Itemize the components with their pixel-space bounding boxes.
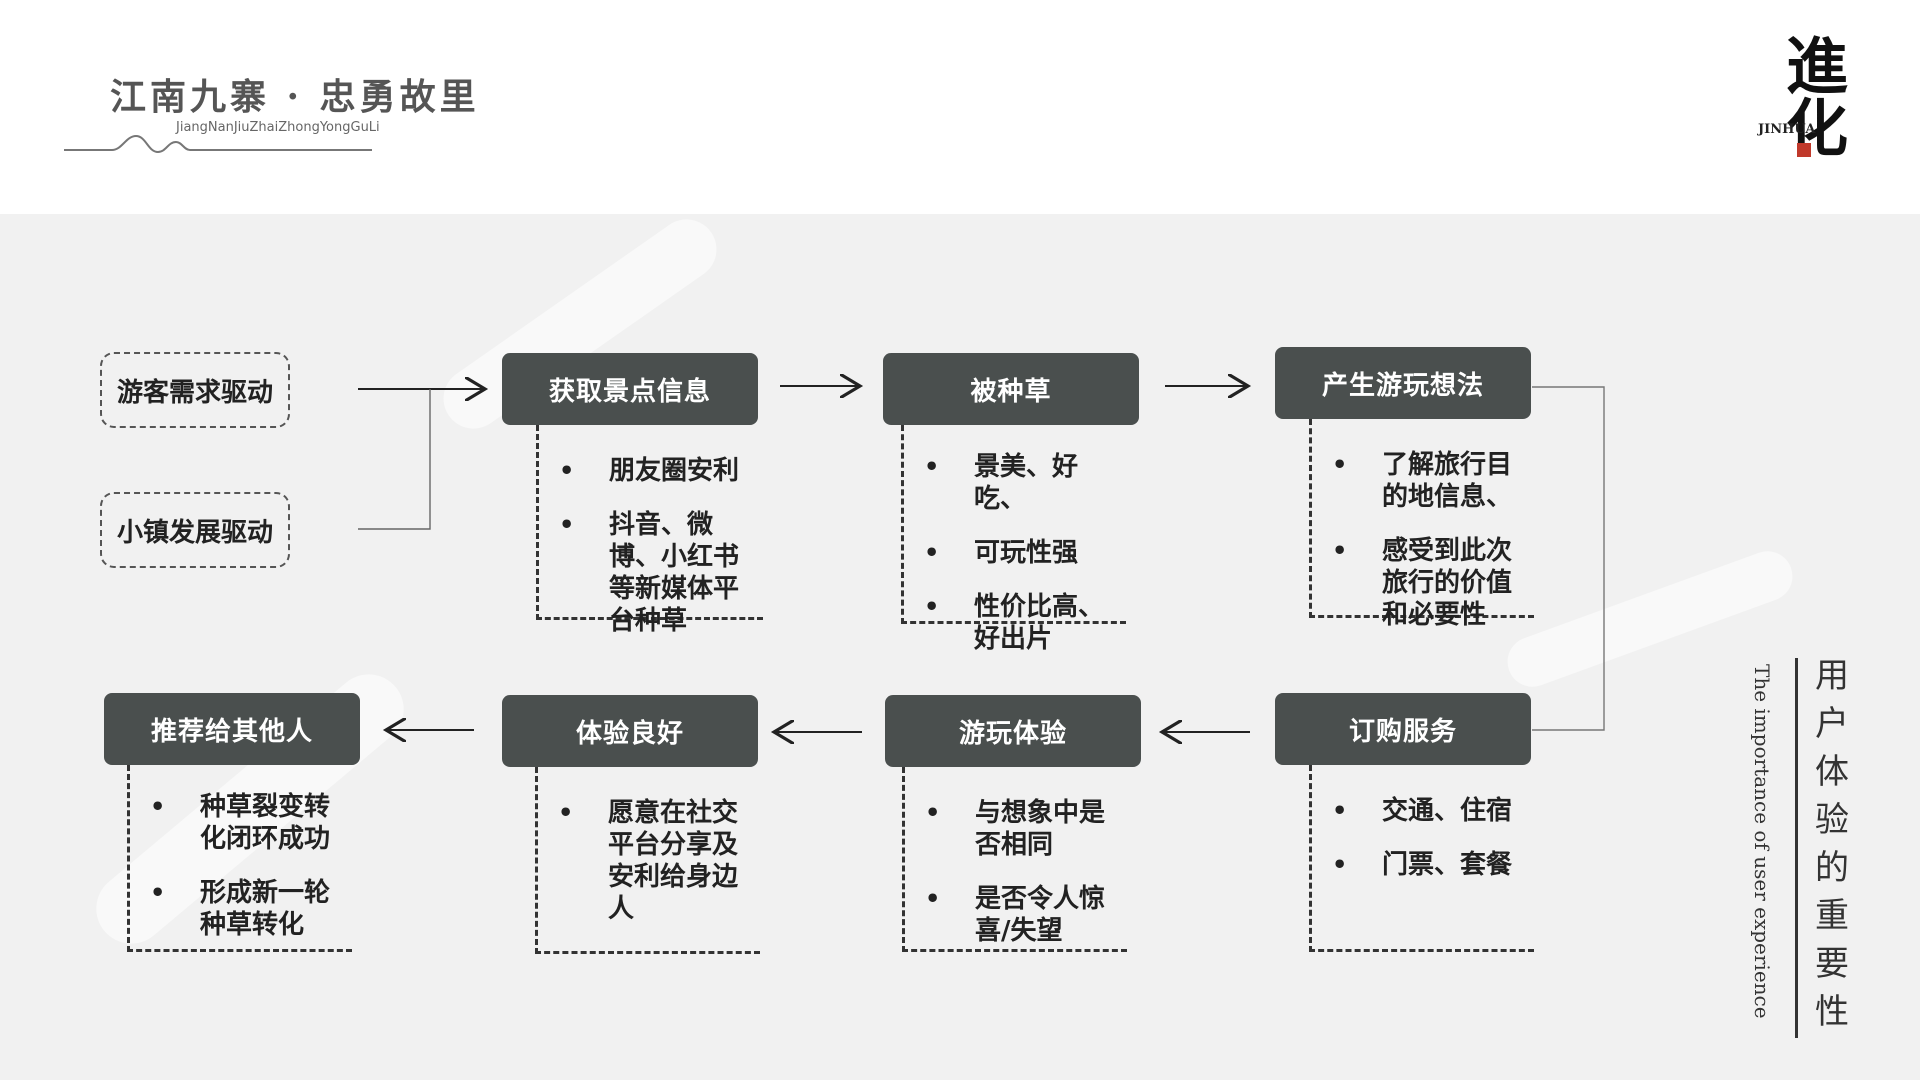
- step-get-info-details: 朋友圈安利 抖音、微博、小红书 等新媒体平台种草: [536, 425, 774, 636]
- step-experience: 游玩体验: [885, 695, 1141, 767]
- list-item: 朋友圈安利: [539, 455, 763, 487]
- connector-arrows: [358, 214, 1605, 1080]
- step-booking-details: 交通、住宿 门票、套餐: [1309, 765, 1534, 952]
- side-title-cn: 用户体验的重要性: [1815, 656, 1849, 1032]
- list-item: 了解旅行目的地信息、: [1312, 449, 1534, 513]
- list-item: 与想象中是否相同: [905, 797, 1127, 861]
- step-seeded: 被种草: [883, 353, 1139, 425]
- driver-town-development: 小镇发展驱动: [100, 492, 290, 568]
- step-recommend-details: 种草裂变转化闭环成功 形成新一轮种草转化: [127, 765, 352, 952]
- list-item: 门票、套餐: [1312, 849, 1534, 881]
- list-item: 形成新一轮种草转化: [130, 877, 352, 941]
- list-item: 感受到此次旅行的价值和必要性: [1312, 535, 1534, 631]
- list-item: 抖音、微博、小红书 等新媒体平台种草: [539, 509, 774, 637]
- list-item: 种草裂变转化闭环成功: [130, 791, 352, 855]
- header: 江南九寨 · 忠勇故里 JiangNanJiuZhaiZhongYongGuLi…: [0, 0, 1920, 214]
- logo-wave-line: [64, 134, 372, 154]
- step-good-experience: 体验良好: [502, 695, 758, 767]
- list-item: 交通、住宿: [1312, 795, 1534, 827]
- step-seeded-details: 景美、好吃、 可玩性强 性价比高、好出片: [901, 425, 1126, 654]
- step-travel-idea-details: 了解旅行目的地信息、 感受到此次旅行的价值和必要性: [1309, 419, 1534, 630]
- logo-subtitle: JiangNanJiuZhaiZhongYongGuLi: [176, 120, 380, 135]
- step-recommend: 推荐给其他人: [104, 693, 360, 765]
- logo-title: 江南九寨 · 忠勇故里: [110, 76, 480, 118]
- list-item: 性价比高、好出片: [904, 591, 1126, 655]
- side-title-en: The importance of user experience: [1750, 664, 1774, 1019]
- list-item: 可玩性强: [904, 537, 1126, 569]
- driver-tourist-demand: 游客需求驱动: [100, 352, 290, 428]
- brand-calligraphy: 進化: [1786, 30, 1849, 165]
- side-divider: [1795, 658, 1798, 1038]
- step-booking: 订购服务: [1275, 693, 1531, 765]
- step-experience-details: 与想象中是否相同 是否令人惊喜/失望: [902, 767, 1127, 952]
- seal-icon: [1797, 143, 1811, 157]
- step-good-experience-details: 愿意在社交平台分享及安利给身边人: [535, 767, 760, 954]
- list-item: 是否令人惊喜/失望: [905, 883, 1127, 947]
- brand-text: JINHUA: [1758, 122, 1816, 137]
- list-item: 愿意在社交平台分享及安利给身边人: [538, 797, 760, 925]
- step-travel-idea: 产生游玩想法: [1275, 347, 1531, 419]
- step-get-info: 获取景点信息: [502, 353, 758, 425]
- list-item: 景美、好吃、: [904, 451, 1126, 515]
- diagram-panel: 游客需求驱动 小镇发展驱动 获取景点信息 朋友圈安利 抖音、微博、小红书 等新媒…: [0, 207, 1920, 1080]
